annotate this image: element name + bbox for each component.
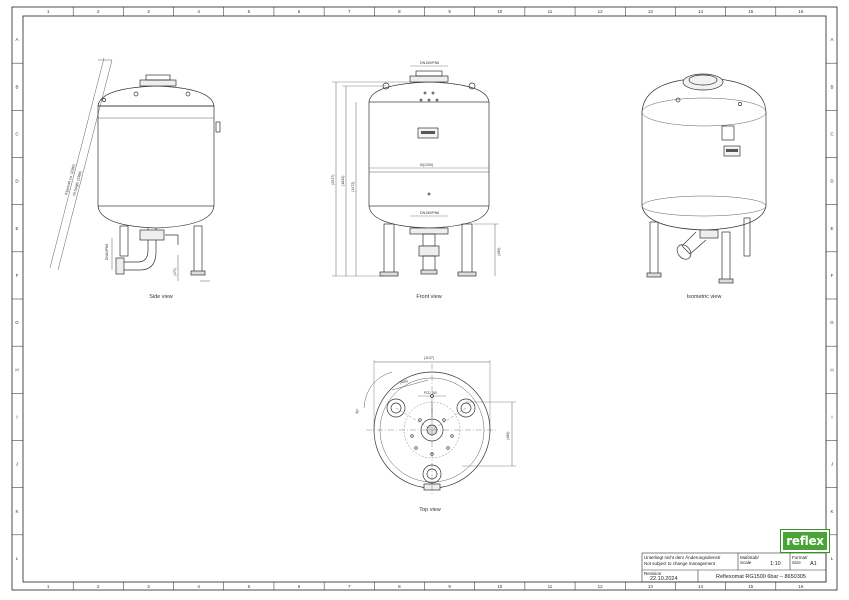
top-dim-inner: (480) [506,432,510,440]
grid-marks: 1122334455667788991010111112121313141415… [12,7,837,590]
column-number: 5 [248,584,251,589]
title-block-frame [641,552,827,583]
column-number: 10 [497,584,503,589]
top-dim-bolt: PCD 160 [424,391,437,395]
front-dim-top-flange: DN150/PN6 [420,61,439,65]
column-number: 4 [197,584,200,589]
side-dim-conn: DN80/PN6 [105,244,109,260]
top-view-label: Top view [419,507,441,513]
column-number: 5 [248,9,251,14]
column-number: 7 [348,584,351,589]
column-number: 13 [648,584,654,589]
row-letter: D [15,179,19,184]
row-letter: H [830,367,833,372]
column-number: 8 [398,9,401,14]
side-view-drawing [49,57,221,282]
revision-label: Revision [644,571,662,576]
column-number: 7 [348,9,351,14]
row-letter: G [15,320,19,325]
front-dim-diameter: Ø(1200) [420,163,433,167]
side-view-label: Side view [149,294,173,300]
side-dim-foot: (170) [173,268,177,276]
column-number: 13 [648,9,654,14]
column-number: 15 [748,9,754,14]
front-dim-leg: (490) [497,248,501,256]
row-letter: B [830,84,833,89]
front-view-label: Front view [416,294,442,300]
column-number: 8 [398,584,401,589]
format-label: Format/ Size [792,555,808,565]
column-number: 1 [47,9,50,14]
column-number: 9 [448,9,451,14]
revision-date: 22.10.2024 [650,576,678,582]
column-number: 6 [298,9,301,14]
reflex-logo: reflex [780,529,830,553]
scale-label: Maßstab/ Scale [740,555,759,565]
column-number: 3 [147,9,150,14]
top-dim-offset: (405) [399,379,408,385]
front-dim-h2: (1472) [351,182,355,192]
row-letter: J [831,462,833,467]
column-number: 6 [298,584,301,589]
column-number: 14 [698,9,704,14]
column-number: 15 [748,584,754,589]
isometric-view-label: Isometric view [686,294,722,300]
column-number: 1 [47,584,50,589]
reflex-logo-text: reflex [783,532,827,550]
top-dim-angle: 30° [355,408,360,415]
row-letter: E [15,226,18,231]
row-letter: H [15,367,18,372]
note-en: Not subject to change management [644,561,716,566]
column-number: 11 [548,584,553,589]
row-letter: J [16,462,18,467]
note-de: Unterliegt nicht dem Änderungsdienst/ [644,555,721,560]
row-letter: I [831,414,832,419]
column-number: 2 [97,584,100,589]
row-letter: L [16,556,19,561]
row-letter: E [830,226,833,231]
column-number: 16 [798,9,804,14]
drawing-title: Reflexomat RG1500 6bar – 8650305 [716,574,806,580]
row-letter: G [830,320,834,325]
column-number: 9 [448,584,451,589]
front-dim-bottom-flange: DN150/PN6 [420,211,439,215]
row-letter: A [830,37,833,42]
row-letter: I [16,414,17,419]
row-letter: C [830,131,834,136]
top-view-drawing [363,360,516,496]
column-number: 3 [147,584,150,589]
front-dim-total: (2017) [331,175,335,185]
side-dim-tilt-en: tilt height (2380) [72,170,83,196]
row-letter: K [15,509,18,514]
column-number: 10 [497,9,503,14]
column-number: 14 [698,584,704,589]
column-number: 11 [548,9,553,14]
column-number: 4 [197,9,200,14]
row-letter: L [831,556,834,561]
row-letter: D [830,179,834,184]
row-letter: C [15,131,19,136]
column-number: 2 [97,9,100,14]
column-number: 12 [598,9,604,14]
row-letter: F [16,273,19,278]
isometric-view-drawing [641,73,767,284]
format-value: A1 [810,561,817,567]
row-letter: A [15,37,18,42]
front-view-drawing [332,65,499,277]
column-number: 16 [798,584,804,589]
column-number: 12 [598,584,604,589]
row-letter: B [15,84,18,89]
top-dim-overall: (1137) [424,356,434,360]
row-letter: F [831,273,834,278]
scale-value: 1:10 [770,561,781,567]
front-dim-h1: (1833) [341,176,345,186]
row-letter: K [830,509,833,514]
